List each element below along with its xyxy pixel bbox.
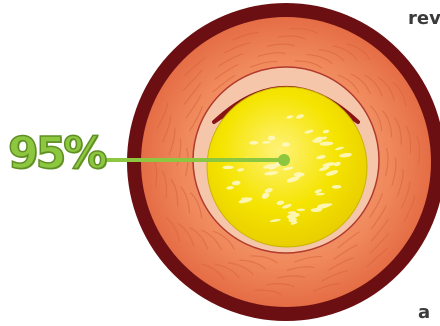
- partial-text-top: rev: [408, 10, 440, 28]
- pointer-dot: [278, 154, 290, 166]
- partial-text-bottom: a: [418, 304, 430, 322]
- percentage-label: 95%: [8, 132, 104, 176]
